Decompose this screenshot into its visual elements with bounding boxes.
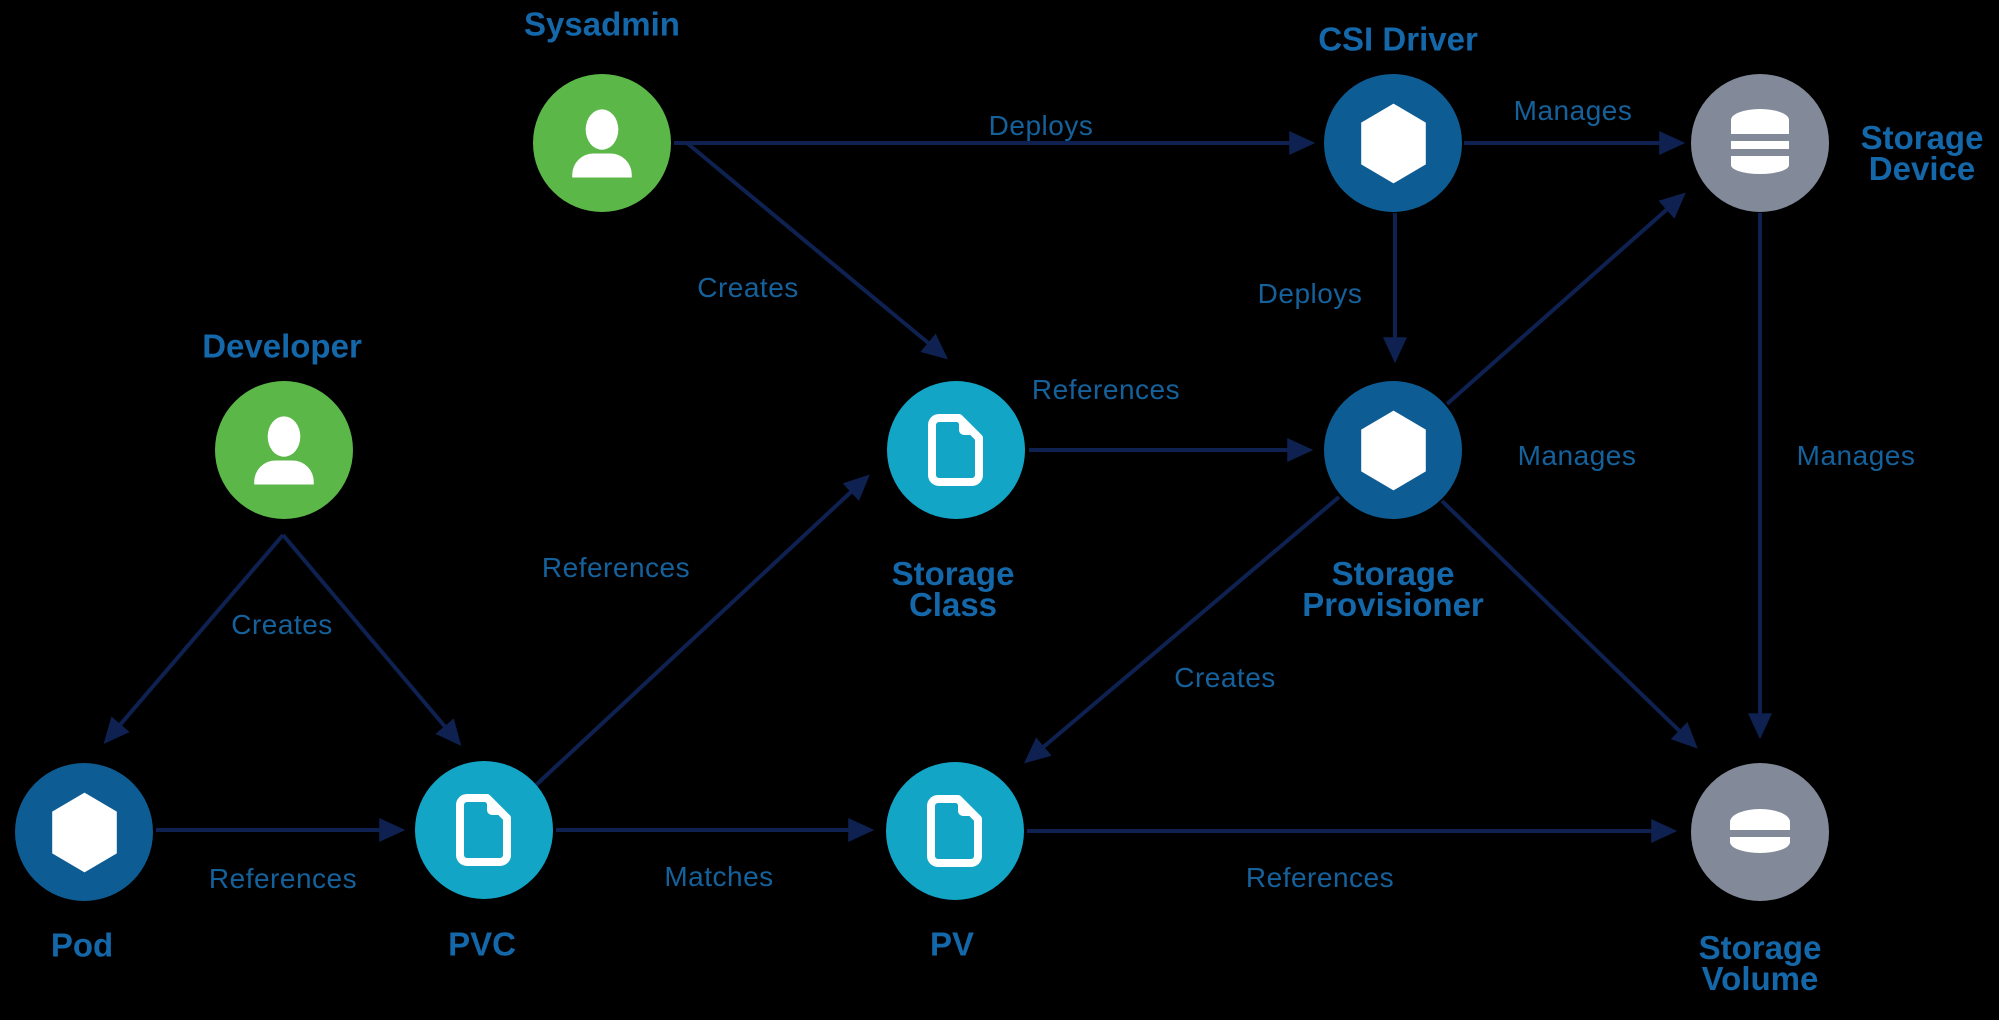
node-pvc [415,761,553,899]
document-icon [927,795,982,867]
edge-developer-pvc [281,533,462,746]
edge-label-matches-pvc-pv: Matches [664,861,774,892]
hexagon-icon [51,792,117,872]
edge-label-creates-sp-pv: Creates [1174,662,1276,693]
edge-sysadmin-storage-class [685,141,949,360]
edge-developer-pod [103,533,285,744]
edge-label-manages-sp-sd: Manages [1517,440,1637,471]
edge-label-references-pv-sv: References [1245,862,1395,893]
node-title-storage-volume: Storage Volume [1698,929,1822,997]
edge-label-creates-storageclass: Creates [697,272,799,303]
edge-label-references-sc-sp: References [1031,374,1181,405]
edge-label-references-pod-pvc: References [208,863,358,894]
node-csi-driver [1324,74,1462,212]
node-title-csi-driver: CSI Driver [1318,20,1478,58]
node-title-pv: PV [929,925,975,963]
node-pv [886,762,1024,900]
edge-pvc-storage-class [534,474,870,787]
edge-label-deploys-provisioner: Deploys [1257,278,1363,309]
edge-label-deploys-csi: Deploys [988,110,1094,141]
database-icon [1729,109,1791,174]
person-icon [572,109,632,178]
person-icon [254,416,314,485]
edge-storage-provisioner-storage-device [1445,192,1686,406]
edge-label-creates-developer: Creates [231,609,333,640]
edge-storage-provisioner-storage-volume [1440,499,1698,749]
node-sysadmin [533,74,671,212]
node-title-sysadmin: Sysadmin [524,5,680,43]
node-title-storage-provisioner: Storage Provisioner [1302,555,1484,623]
document-icon [456,794,511,866]
edge-label-manages-device: Manages [1513,95,1633,126]
node-developer [215,381,353,519]
node-storage-volume [1691,763,1829,901]
node-title-pvc: PVC [448,925,516,963]
node-title-developer: Developer [202,327,362,365]
node-storage-class [887,381,1025,519]
hexagon-icon [1360,410,1426,490]
hexagon-icon [1360,103,1426,183]
document-icon [928,414,983,486]
edge-label-manages-sd-sv: Manages [1796,440,1916,471]
node-title-pod: Pod [50,926,114,964]
node-storage-provisioner [1324,381,1462,519]
edge-label-references-pvc-sc: References [541,552,691,583]
disk-icon [1728,809,1792,853]
node-pod [15,763,153,901]
node-title-storage-class: Storage Class [891,555,1015,623]
node-title-storage-device: Storage Device [1860,119,1984,187]
node-storage-device [1691,74,1829,212]
edge-storage-provisioner-pv [1024,495,1341,764]
